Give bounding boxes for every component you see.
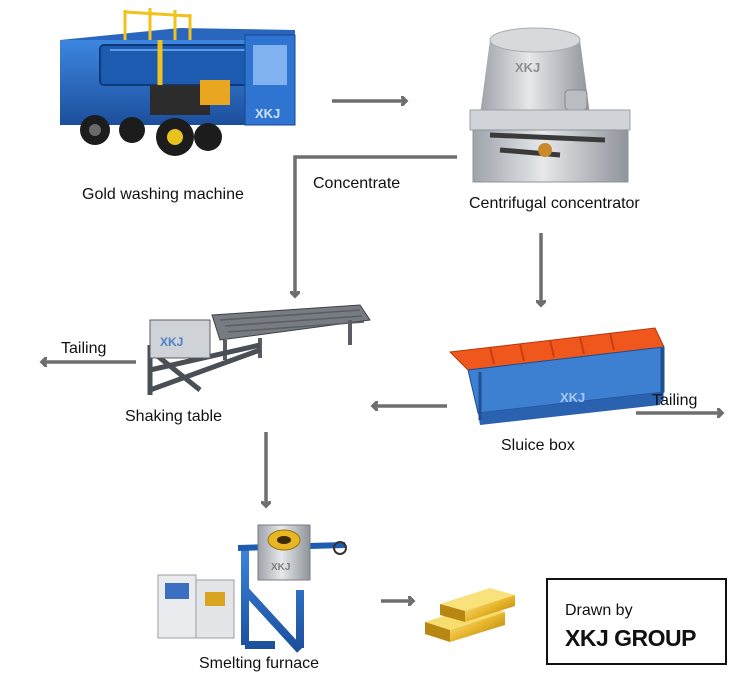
gold-bars-image xyxy=(425,588,515,642)
credit-drawn-by: Drawn by xyxy=(565,602,633,619)
gold-washing-machine-label: Gold washing machine xyxy=(82,186,244,203)
credit-company: XKJ GROUP xyxy=(565,625,696,651)
arrow-concentrate-to-shaking-table xyxy=(295,155,457,296)
centrifugal-concentrator-label: Centrifugal concentrator xyxy=(469,195,640,212)
centrifugal-concentrator-image: XKJ xyxy=(469,27,631,183)
smelting-furnace-image: XKJ xyxy=(157,524,347,653)
svg-text:XKJ: XKJ xyxy=(255,106,280,121)
svg-text:XKJ: XKJ xyxy=(160,335,183,349)
tailing-left-label: Tailing xyxy=(61,340,107,357)
concentrate-label: Concentrate xyxy=(313,175,401,192)
smelting-furnace-label: Smelting furnace xyxy=(199,655,320,672)
svg-text:XKJ: XKJ xyxy=(560,390,585,405)
gold-washing-machine-image: XKJ xyxy=(60,8,296,156)
svg-text:XKJ: XKJ xyxy=(271,562,290,573)
credit-box: Drawn by XKJ GROUP xyxy=(546,578,727,665)
sluice-box-label: Sluice box xyxy=(501,437,575,454)
tailing-right-label: Tailing xyxy=(652,392,698,409)
sluice-box-image: XKJ xyxy=(448,327,665,425)
svg-text:XKJ: XKJ xyxy=(515,60,540,75)
shaking-table-image: XKJ xyxy=(147,304,371,395)
shaking-table-label: Shaking table xyxy=(125,408,222,425)
